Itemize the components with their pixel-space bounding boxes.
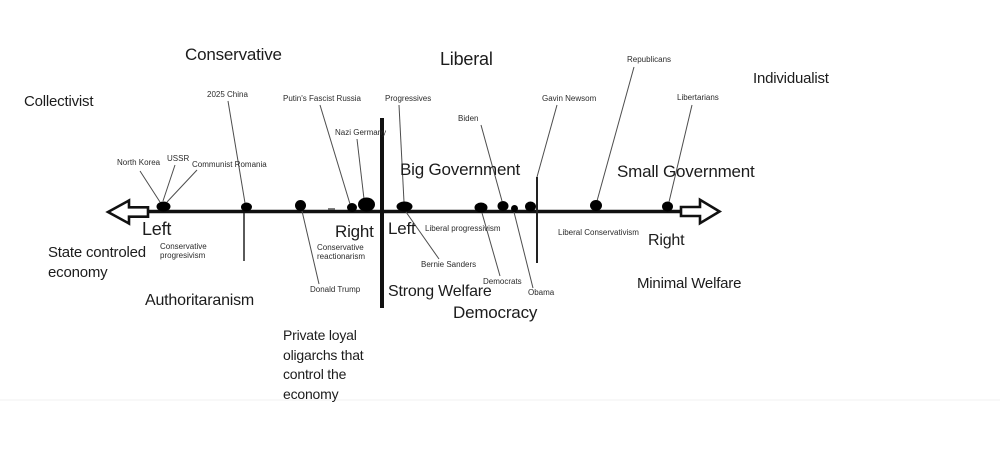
bernie-sanders-label: Bernie Sanders [421, 260, 477, 269]
china-2025-pointer-line [227, 100, 246, 204]
right-arrow-icon [679, 197, 723, 226]
individualist-title: Individualist [753, 70, 829, 87]
right-democratic-label: Right [648, 232, 685, 249]
left-arrow-icon [105, 198, 150, 226]
republicans-label: Republicans [627, 55, 672, 64]
libertarians-dot [662, 201, 673, 212]
democrats-dot [474, 202, 488, 213]
ussr-pointer-line [162, 164, 176, 202]
communist-romania-label: Communist Romania [192, 160, 267, 169]
obama-label: Obama [528, 288, 555, 297]
north-korea-pointer-line [139, 170, 161, 203]
conservative-progressivism-zone-label: Conservative progresivism [160, 242, 207, 260]
donald-trump-dot [295, 200, 306, 211]
nazi-germany-dot [358, 197, 375, 212]
liberal-title: Liberal [440, 49, 493, 69]
putin-russia-dot [347, 203, 357, 212]
biden-dot [497, 201, 509, 211]
libertarians-label: Libertarians [677, 93, 719, 102]
donald-trump-label: Donald Trump [310, 285, 361, 294]
north-korea-dot [156, 201, 171, 212]
republicans-dot [590, 200, 602, 211]
progressives-dot [396, 201, 413, 212]
progressives-pointer-line [398, 104, 405, 203]
biden-pointer-line [480, 124, 503, 202]
gavin-newsom-label: Gavin Newsom [542, 94, 597, 103]
obama-pointer-line [513, 211, 534, 289]
authoritarianism-note: Authoritaranism [145, 292, 255, 309]
strong-welfare-note: Strong Welfare [388, 283, 492, 300]
china-2025-label: 2025 China [207, 90, 248, 99]
gavin-newsom-dot [525, 201, 536, 212]
republicans-pointer-line [596, 66, 635, 202]
big-government-label: Big Government [400, 160, 521, 179]
minimal-welfare-note: Minimal Welfare [637, 275, 742, 292]
democracy-note: Democracy [453, 303, 538, 322]
donald-trump-pointer-line [301, 210, 320, 285]
biden-label: Biden [458, 114, 479, 123]
ussr-label: USSR [167, 154, 190, 163]
nazi-germany-label: Nazi Germany [335, 128, 387, 137]
putin-pointer-line [319, 104, 351, 205]
obama-dot [511, 205, 518, 212]
small-government-label: Small Government [617, 162, 755, 181]
conservative-title: Conservative [185, 45, 282, 64]
left-authoritarian-label: Left [142, 219, 172, 239]
libertarians-pointer-line [668, 104, 693, 203]
state-controlled-economy-note: State controled economy [48, 244, 146, 281]
china-2025-dot [241, 202, 252, 212]
democrats-label: Democrats [483, 277, 522, 286]
liberal-conservativism-zone-label: Liberal Conservativism [558, 228, 639, 237]
conservative-reactionarism-zone-label: Conservative reactionarism [317, 243, 366, 261]
left-democratic-label: Left [388, 219, 416, 238]
putins-fascist-russia-label: Putin's Fascist Russia [283, 94, 361, 103]
oligarchs-note: Private loyal oligarchs that control the… [283, 327, 364, 402]
nazi-germany-pointer-line [356, 138, 365, 200]
collectivist-title: Collectivist [24, 93, 94, 110]
gavin-newsom-pointer-line [536, 104, 558, 178]
north-korea-label: North Korea [117, 158, 161, 167]
right-authoritarian-label: Right [335, 222, 374, 241]
progressives-label: Progressives [385, 94, 432, 103]
communist-romania-pointer-line [166, 169, 198, 203]
bernie-sanders-pointer-line [405, 211, 440, 260]
liberal-progressivism-zone-label: Liberal progressivism [425, 224, 501, 233]
democrats-pointer-line [481, 212, 501, 277]
